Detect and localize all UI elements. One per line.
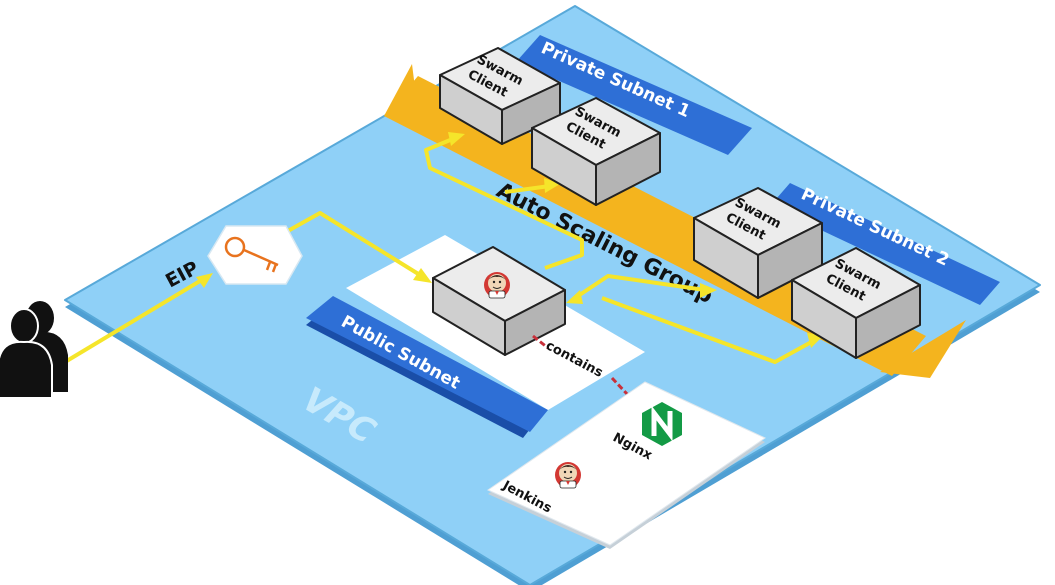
jenkins-logo-icon bbox=[483, 271, 511, 299]
eip-node[interactable] bbox=[207, 225, 303, 285]
key-icon bbox=[224, 236, 279, 273]
container-card[interactable]: Nginx Jenkins bbox=[486, 381, 767, 549]
arrow-subnet-2-to-jenkins bbox=[576, 274, 706, 298]
arrow-to-client-4 bbox=[601, 296, 816, 364]
arrow-jenkins-to-subnet-1 bbox=[424, 136, 584, 270]
jenkins-master-box[interactable] bbox=[432, 246, 566, 356]
arrowhead-eip bbox=[196, 273, 213, 288]
arrow-eip-to-jenkins bbox=[285, 211, 422, 277]
nginx-logo-icon bbox=[642, 402, 682, 446]
swarm-client-3[interactable]: Swarm Client bbox=[693, 187, 823, 299]
arrowhead-back-to-jenkins bbox=[566, 290, 583, 304]
swarm-client-2[interactable]: Swarm Client bbox=[531, 97, 661, 206]
arrowhead-client-3 bbox=[700, 283, 717, 298]
swarm-client-1[interactable]: Swarm Client bbox=[439, 47, 561, 145]
arrowhead-jenkins bbox=[413, 268, 432, 283]
arrow-to-client-2 bbox=[504, 184, 551, 194]
jenkins-logo-icon bbox=[554, 461, 582, 489]
arrowhead-client-2 bbox=[544, 178, 560, 193]
users-icon bbox=[0, 301, 68, 399]
arrow-user-to-eip bbox=[63, 276, 207, 364]
arrowhead-client-1 bbox=[448, 132, 465, 146]
connection-arrows bbox=[63, 136, 816, 364]
swarm-client-4[interactable]: Swarm Client bbox=[791, 247, 921, 359]
